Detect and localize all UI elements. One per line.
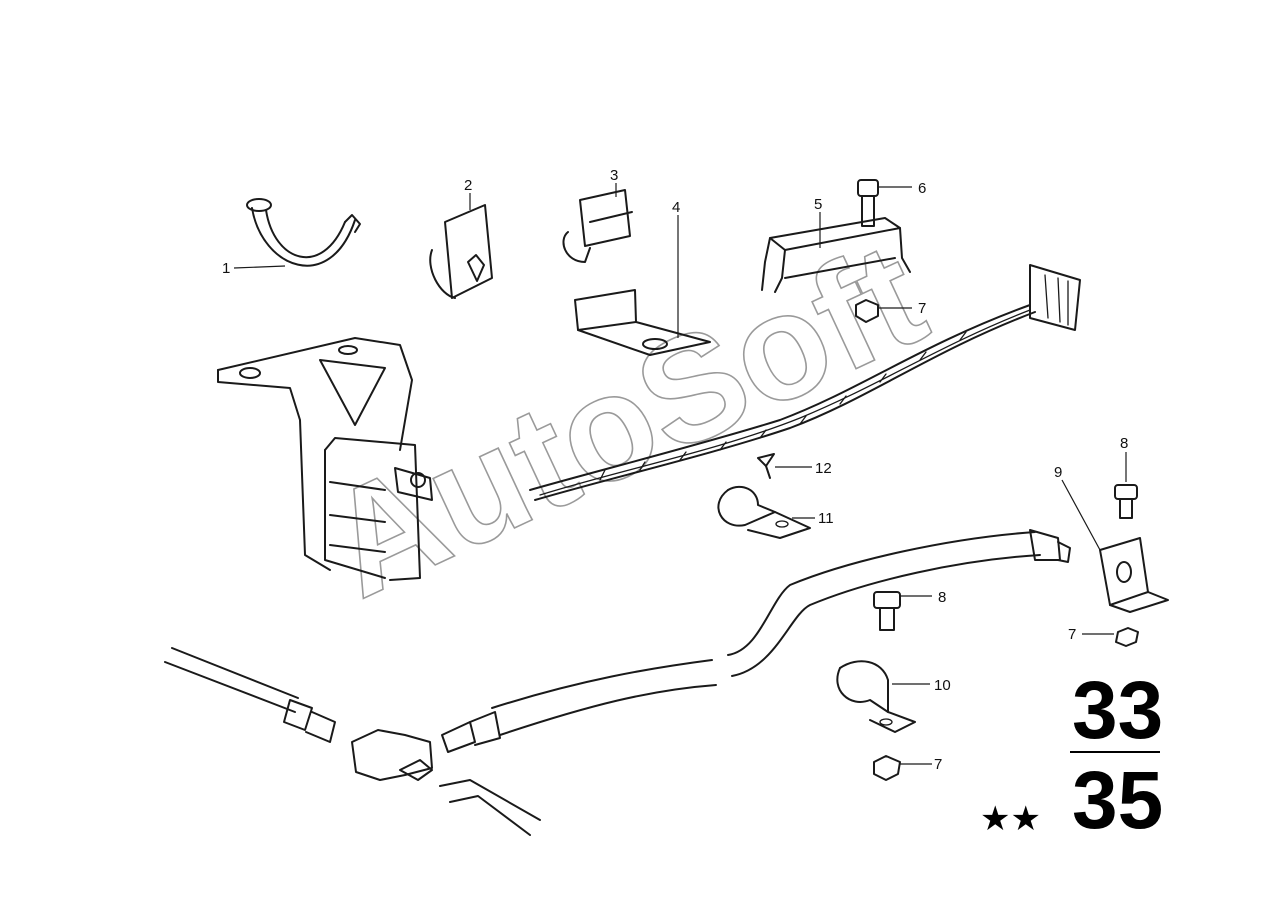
label-part-7a: 7 [918,300,926,317]
part-6-bolt [857,179,879,227]
label-part-8b: 8 [938,589,946,606]
label-part-9: 9 [1054,464,1062,481]
part-10-pipe-clip [836,660,916,733]
part-9-pipe-holder [1099,537,1169,613]
label-part-5: 5 [814,196,822,213]
watermark: AutoSoft [303,209,948,629]
part-4-angle-bracket [574,289,711,356]
label-part-7c: 7 [934,756,942,773]
part-11-p-clip [717,485,811,539]
label-part-12: 12 [815,460,832,477]
label-part-8a: 8 [1120,435,1128,452]
group-number-bottom: 35 [1072,755,1163,846]
label-part-3: 3 [610,167,618,184]
label-part-10: 10 [934,677,951,694]
part-3-cable-clip [562,189,633,263]
part-7-nut-a [855,299,879,323]
mounting-bracket-with-relay [217,337,433,581]
part-8-bolt-a [1114,484,1138,519]
part-7-nut-b [1115,627,1139,647]
wiring-harness [529,264,1081,501]
label-part-2: 2 [464,177,472,194]
part-7-nut-c [873,755,901,781]
group-number-top: 33 [1072,665,1163,756]
label-part-6: 6 [918,180,926,197]
part-12-screw [757,453,775,479]
label-part-7b: 7 [1068,626,1076,643]
pipe-line-assembly [164,529,1071,836]
label-part-1: 1 [222,260,230,277]
part-1-strap-clamp [246,198,361,267]
part-5-channel-bracket [761,217,911,293]
group-number: 33 35 ★★ [980,665,1163,846]
label-part-4: 4 [672,199,680,216]
label-part-11: 11 [818,510,834,527]
part-8-bolt-b [873,591,901,631]
part-2-spring-clip [429,204,493,299]
star-icons: ★★ [980,799,1041,839]
